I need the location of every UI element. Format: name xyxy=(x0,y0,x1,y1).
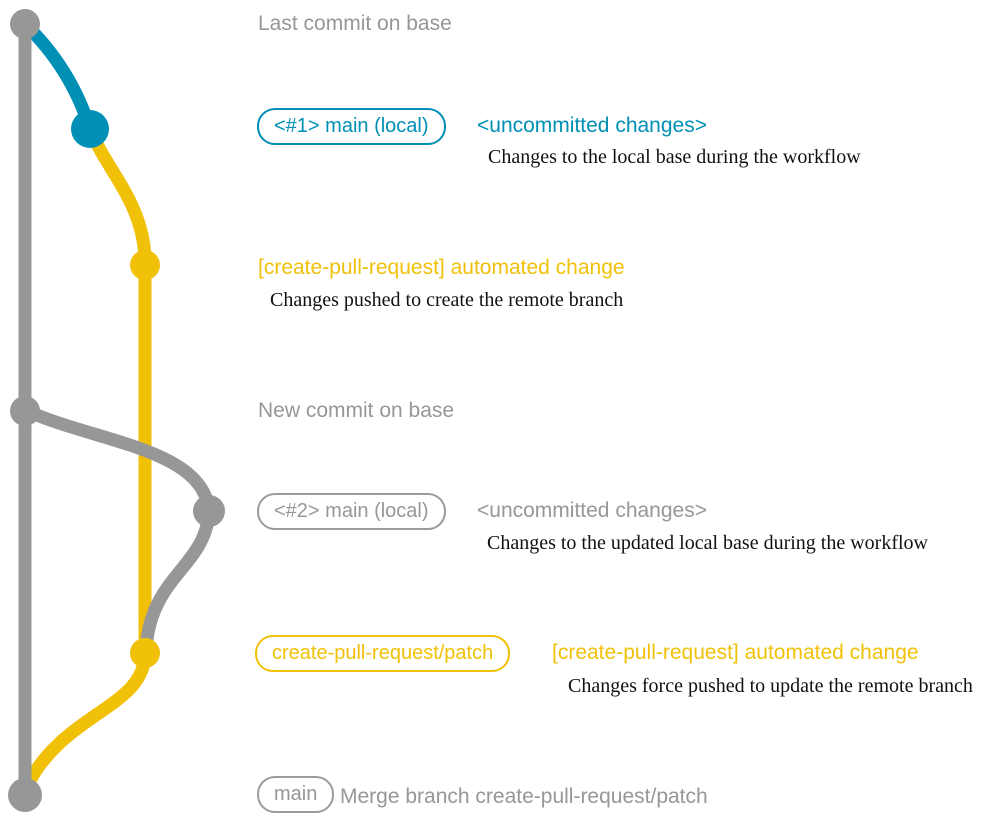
commit-dot-patch1 xyxy=(130,250,160,280)
commit-dot-merge xyxy=(8,778,42,812)
note-local-base-changes: Changes to the local base during the wor… xyxy=(488,146,861,168)
updated-main-branch-path xyxy=(18,403,216,657)
label-uncommitted-changes-2: <uncommitted changes> xyxy=(477,499,707,522)
label-last-commit-on-base: Last commit on base xyxy=(258,12,452,35)
label-merge-branch: Merge branch create-pull-request/patch xyxy=(340,785,708,808)
label-new-commit-on-base: New commit on base xyxy=(258,399,455,422)
label-uncommitted-changes-1: <uncommitted changes> xyxy=(477,114,707,137)
note-force-pushed-update-branch: Changes force pushed to update the remot… xyxy=(568,675,973,697)
note-updated-local-base-changes: Changes to the updated local base during… xyxy=(487,532,928,554)
label-automated-change-1: [create-pull-request] automated change xyxy=(258,256,625,279)
branch-badge-main2: <#2> main (local) xyxy=(257,493,446,530)
branch-badge-patch: create-pull-request/patch xyxy=(255,635,511,672)
label-automated-change-2: [create-pull-request] automated change xyxy=(552,641,919,664)
commit-dot-patch2 xyxy=(130,638,160,668)
patch-branch-path xyxy=(20,122,152,793)
commit-dot-main1 xyxy=(71,110,109,148)
commit-dot-last-base xyxy=(10,9,40,39)
commit-dot-new-base xyxy=(10,396,40,426)
branch-badge-main1: <#1> main (local) xyxy=(257,108,446,145)
branch-badge-main-merge: main xyxy=(257,776,335,813)
commit-dot-main2 xyxy=(193,495,225,527)
note-pushed-create-branch: Changes pushed to create the remote bran… xyxy=(270,289,624,311)
